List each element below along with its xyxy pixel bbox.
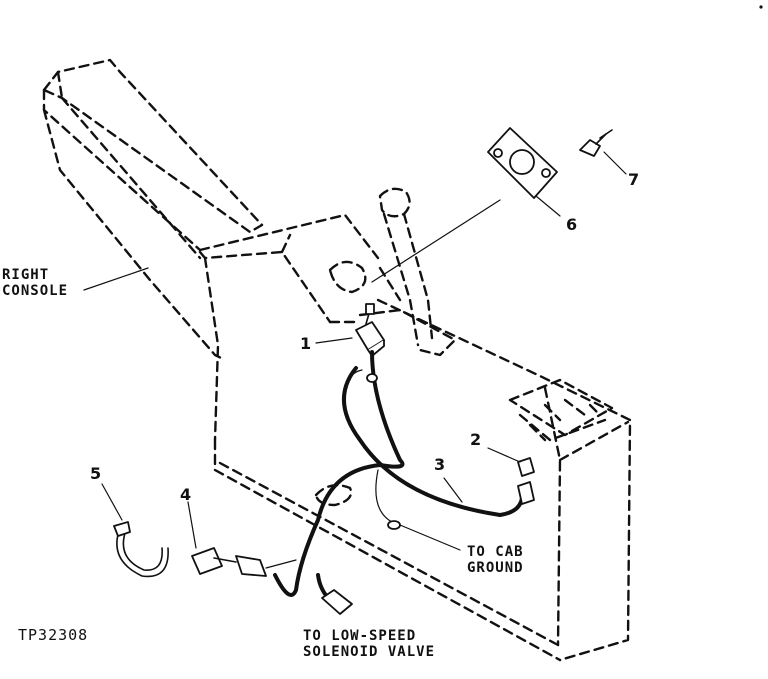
callout-5: 5 (90, 464, 102, 483)
assembly-line (371, 199, 501, 283)
diode (191, 547, 297, 577)
wiring-harness (273, 350, 524, 602)
ring-terminal-ground (387, 520, 401, 530)
right-console-label-line-1: RIGHT (2, 267, 50, 283)
callout-1: 1 (300, 334, 312, 353)
right-console-label-line-2: CONSOLE (2, 283, 69, 299)
callout-2: 2 (470, 430, 482, 449)
lever-outline (378, 187, 434, 347)
solenoid-valve-label: TO LOW-SPEED SOLENOID VALVE (303, 628, 435, 660)
screw (579, 129, 613, 157)
right-console-outline (42, 58, 632, 662)
figure-id: TP32308 (18, 626, 89, 644)
to-cab-ground-label-line-1: TO CAB (467, 544, 524, 560)
solenoid-valve-label-line-2: SOLENOID VALVE (303, 644, 436, 660)
callout-3: 3 (434, 455, 446, 474)
solenoid-valve-label-line-1: TO LOW-SPEED (303, 628, 417, 644)
to-cab-ground-label-line-2: GROUND (467, 560, 524, 576)
callout-7: 7 (628, 170, 640, 189)
mounting-plate (487, 127, 558, 199)
leader-lines (83, 151, 627, 549)
to-cab-ground-label: TO CAB GROUND (467, 544, 524, 576)
solenoid-connector (321, 589, 353, 615)
toggle-switch (355, 303, 385, 357)
ring-terminal-upper (366, 373, 378, 383)
clamp (113, 521, 169, 578)
callout-6: 6 (566, 215, 578, 234)
callout-4: 4 (180, 485, 192, 504)
harness-connectors (517, 457, 535, 505)
right-console-label: RIGHT CONSOLE (2, 267, 68, 299)
